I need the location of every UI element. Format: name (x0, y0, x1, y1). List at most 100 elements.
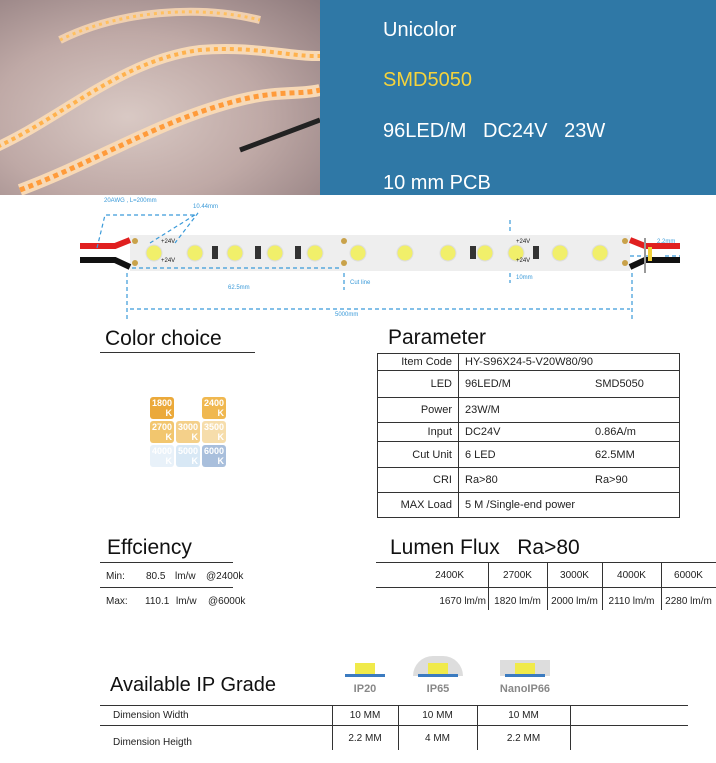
lumen-value: 1820 lm/m (494, 596, 541, 607)
efficiency-at: @6000k (208, 596, 246, 607)
dimension-value: 2.2 MM (348, 733, 382, 744)
parameter-value: 23W/M (458, 397, 680, 423)
value-1: HY-S96X24-5-V20W80/90 (465, 356, 594, 368)
dimension-value: 10 MM (349, 710, 381, 721)
parameter-key: CRI (377, 467, 459, 493)
parameter-key: LED (377, 370, 459, 398)
swatch-unit: K (165, 408, 173, 418)
value-1: Ra>80 (465, 474, 498, 486)
parameter-key: MAX Load (377, 492, 459, 518)
led-chip-icon (515, 663, 535, 674)
voltage-label: +24V (161, 239, 176, 245)
lumen-header: 2400K (435, 570, 464, 581)
product-type: Unicolor (383, 19, 457, 41)
parameter-value: HY-S96X24-5-V20W80/90 (458, 353, 680, 371)
swatch-temp: 3000 (178, 422, 199, 432)
dimension-value: 10 MM (508, 710, 539, 721)
parameter-key: Power (377, 397, 459, 423)
lumen-header: 2700K (503, 570, 532, 581)
parameter-row: Power 23W/M (377, 397, 680, 423)
column-divider (547, 562, 548, 610)
efficiency-value: 110.1 (145, 596, 170, 607)
parameter-key: Item Code (377, 353, 459, 371)
column-divider (661, 562, 662, 610)
led-strip-photo (0, 0, 331, 196)
column-divider (488, 562, 489, 610)
efficiency-title: Effciency (107, 536, 192, 559)
swatch-temp: 4000 (152, 446, 173, 456)
ip-grade-title: Available IP Grade (110, 674, 277, 696)
swatch-temp: 2400 (204, 398, 225, 408)
lumen-header: 4000K (617, 570, 646, 581)
value-2: Ra>90 (595, 474, 628, 486)
product-header: Unicolor SMD5050 96LED/M DC24V 23W 10 mm… (320, 0, 716, 195)
efficiency-at: @2400k (206, 571, 244, 582)
swatch-temp: 1800 (152, 398, 173, 408)
parameter-title: Parameter (388, 326, 487, 349)
product-specs: 96LED/M DC24V 23W (383, 120, 606, 142)
led-strip-image (0, 7, 331, 196)
voltage-label: +24V (516, 258, 531, 264)
dimension-label: Dimension Width (113, 710, 189, 721)
value-2: 62.5MM (595, 448, 635, 461)
efficiency-unit: lm/w (175, 571, 196, 582)
value-2: 0.86A/m (595, 426, 636, 438)
swatch-unit: K (217, 408, 225, 418)
pcb-icon (505, 674, 545, 677)
column-divider (398, 705, 399, 750)
voltage-label: +24V (516, 239, 531, 245)
swatch-unit: K (217, 456, 225, 466)
efficiency-label: Max: (106, 596, 128, 607)
swatch-temp: 5000 (178, 446, 199, 456)
parameter-key: Input (377, 422, 459, 442)
ip-grade-label: IP20 (353, 683, 377, 695)
swatch-temp: 3500 (204, 422, 225, 432)
parameter-value: Ra>80 Ra>90 (458, 467, 680, 493)
dimension-label: Dimension Heigth (113, 737, 192, 748)
value-1: 6 LED (465, 448, 496, 461)
parameter-row: Input DC24V 0.86A/m (377, 422, 680, 442)
cut-line-label: Cut line (350, 280, 371, 286)
value-1: 23W/M (465, 404, 500, 416)
efficiency-label: Min: (106, 571, 125, 582)
cut-length-label: 62.5mm (228, 285, 250, 291)
width-label: 10mm (516, 275, 533, 281)
pitch-label: 10.44mm (193, 204, 219, 210)
efficiency-unit: lm/w (176, 596, 197, 607)
swatch-temp: 6000 (204, 446, 225, 456)
total-length-label: 5000mm (335, 312, 359, 318)
column-divider (477, 705, 478, 750)
chip-type: SMD5050 (383, 69, 472, 91)
swatch-unit: K (191, 432, 199, 442)
voltage-label: +24V (161, 258, 176, 264)
parameter-value: DC24V 0.86A/m (458, 422, 680, 442)
lumen-value: 2110 lm/m (608, 596, 655, 607)
column-divider (602, 562, 603, 610)
value-1: 96LED/M (465, 378, 511, 390)
ip-grade-label: NanoIP66 (499, 683, 551, 695)
lumen-value: 1670 lm/m (439, 596, 486, 607)
dimension-value: 10 MM (422, 710, 453, 721)
lumen-value: 2000 lm/m (551, 596, 598, 607)
value-1: DC24V (465, 426, 501, 438)
lumen-header: 6000K (674, 570, 703, 581)
pcb-icon (345, 674, 385, 677)
lumen-value: 2280 lm/m (665, 596, 712, 607)
led-chip-icon (355, 663, 375, 674)
strip-dimension-diagram: 20AWG , L=200mm 10.44mm +24V +24V +24V +… (80, 195, 680, 325)
dimension-value: 4 MM (425, 733, 450, 744)
column-divider (332, 705, 333, 750)
pcb-width: 10 mm PCB (383, 172, 491, 194)
swatch-temp: 2700 (152, 422, 173, 432)
